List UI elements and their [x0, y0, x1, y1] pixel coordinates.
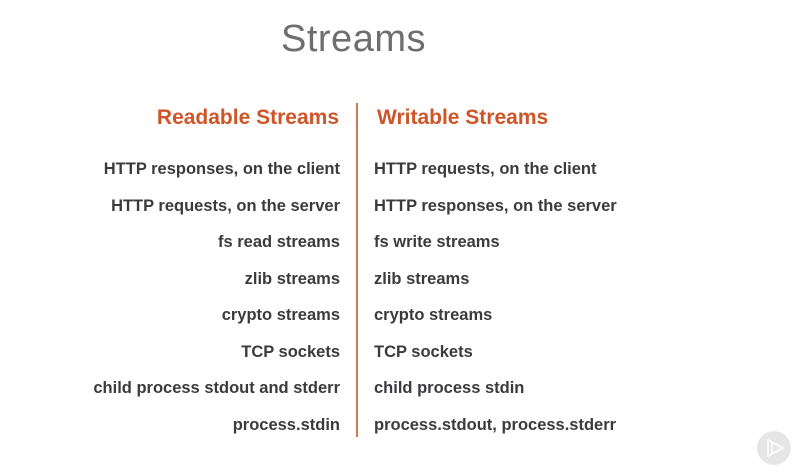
- list-item: HTTP requests, on the client: [374, 160, 597, 178]
- stream-comparison-table: Readable Streams HTTP responses, on the …: [0, 103, 707, 439]
- list-item: crypto streams: [221, 306, 340, 324]
- list-item: HTTP requests, on the server: [111, 196, 340, 215]
- list-item: child process stdout and stderr: [93, 379, 340, 397]
- list-item: fs read streams: [218, 233, 340, 251]
- column-divider: [356, 103, 358, 437]
- list-item: zlib streams: [374, 269, 470, 288]
- list-item: process.stdout, process.stderr: [374, 415, 617, 434]
- list-item: fs write streams: [374, 233, 500, 251]
- writable-streams-list: HTTP requests, on the client HTTP respon…: [374, 151, 707, 443]
- list-item: process.stdin: [232, 415, 340, 434]
- list-item: TCP sockets: [374, 342, 473, 361]
- list-item: crypto streams: [374, 306, 493, 324]
- readable-streams-list: HTTP responses, on the client HTTP reque…: [0, 151, 340, 443]
- column-readable-streams: Readable Streams HTTP responses, on the …: [0, 103, 340, 443]
- list-item: zlib streams: [244, 269, 340, 288]
- list-item: child process stdin: [374, 379, 525, 397]
- list-item: HTTP responses, on the server: [374, 196, 617, 215]
- column-header-writable: Writable Streams: [377, 106, 549, 129]
- play-button-logo-icon: [756, 430, 792, 466]
- page-title: Streams: [281, 18, 426, 60]
- list-item: TCP sockets: [241, 342, 340, 361]
- column-header-readable: Readable Streams: [156, 106, 339, 129]
- list-item: HTTP responses, on the client: [103, 160, 340, 178]
- column-writable-streams: Writable Streams HTTP requests, on the c…: [374, 103, 707, 443]
